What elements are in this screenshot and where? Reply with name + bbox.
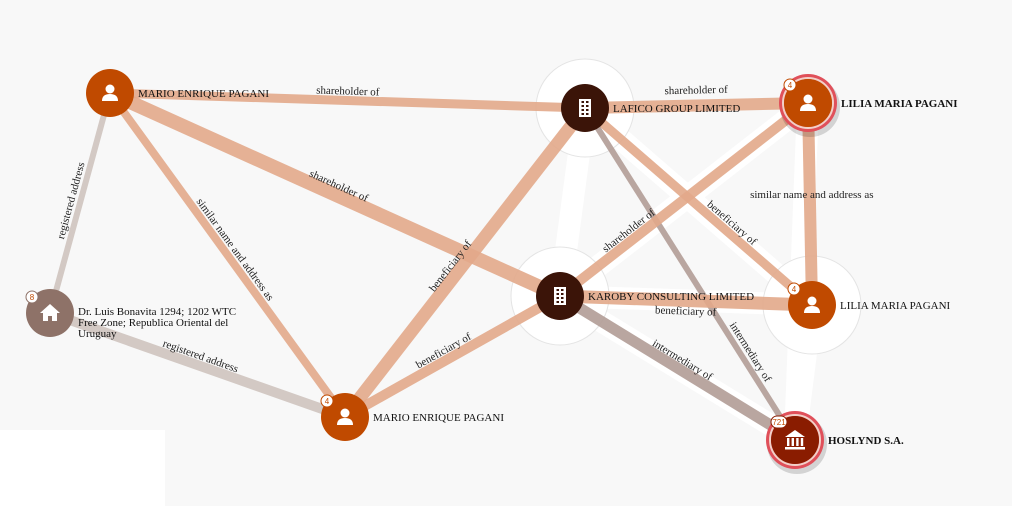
edge-addr-mep2[interactable] — [48, 308, 347, 422]
svg-text:4: 4 — [325, 397, 330, 406]
building-icon — [579, 99, 591, 117]
edge-karoby-lilia1[interactable] — [556, 99, 812, 300]
node-label: MARIO ENRIQUE PAGANI — [138, 88, 269, 100]
edge-lafico-hoslynd[interactable] — [582, 106, 798, 442]
edge-addr-mep1[interactable] — [47, 92, 113, 314]
building-icon — [554, 287, 566, 305]
edge-label: shareholder of — [664, 84, 728, 97]
edge-lafico-lilia1[interactable] — [584, 97, 809, 114]
count-badge — [787, 282, 801, 296]
person-icon — [102, 84, 118, 101]
node-label: Free Zone; Republica Oriental del — [78, 317, 228, 329]
edge-mep2-lafico[interactable] — [339, 104, 591, 421]
edge-label: beneficiary of — [655, 304, 717, 318]
node-label: Uruguay — [78, 328, 117, 340]
node-label: Dr. Luis Bonavita 1294; 1202 WTC — [78, 306, 236, 318]
node-karoby[interactable]: KAROBY CONSULTING LIMITED — [536, 272, 754, 320]
node-label: LILIA MARIA PAGANI — [840, 300, 951, 312]
count-badge — [770, 415, 788, 429]
count-badge — [25, 290, 39, 304]
edge-mep2-karoby[interactable] — [342, 291, 563, 422]
house-icon — [40, 304, 60, 321]
node-label: LAFICO GROUP LIMITED — [613, 103, 740, 115]
node-label: HOSLYND S.A. — [828, 435, 904, 447]
person-icon — [337, 408, 353, 425]
bank-icon — [785, 430, 805, 450]
person-icon — [804, 296, 820, 313]
svg-text:4: 4 — [788, 81, 793, 90]
edge-karoby-hoslynd[interactable] — [557, 291, 798, 445]
node-label: KAROBY CONSULTING LIMITED — [588, 291, 754, 303]
node-lafico[interactable]: LAFICO GROUP LIMITED — [561, 84, 740, 132]
edge-label: similar name and address as — [194, 196, 276, 303]
edge-mep1-mep2[interactable] — [106, 90, 349, 420]
svg-text:721: 721 — [772, 418, 786, 427]
svg-text:8: 8 — [30, 293, 35, 302]
node-label: MARIO ENRIQUE PAGANI — [373, 412, 504, 424]
edge-label: shareholder of — [316, 85, 380, 99]
edge-mep1-karoby[interactable] — [107, 86, 563, 303]
edge-karoby-lilia2[interactable] — [559, 289, 813, 312]
edge-mep1-lafico[interactable] — [109, 88, 586, 113]
person-icon — [800, 94, 816, 111]
edge-label: similar name and address as — [750, 189, 873, 201]
node-label: LILIA MARIA PAGANI — [841, 98, 958, 110]
edge-lafico-lilia2[interactable] — [582, 104, 815, 309]
edge-label: intermediary of — [727, 320, 774, 384]
svg-text:4: 4 — [792, 285, 797, 294]
edge-lilia1-lilia2[interactable] — [802, 102, 818, 306]
node-mep1[interactable]: MARIO ENRIQUE PAGANI — [86, 69, 269, 117]
count-badge — [783, 78, 797, 92]
count-badge — [320, 394, 334, 408]
blank-panel — [0, 430, 165, 506]
